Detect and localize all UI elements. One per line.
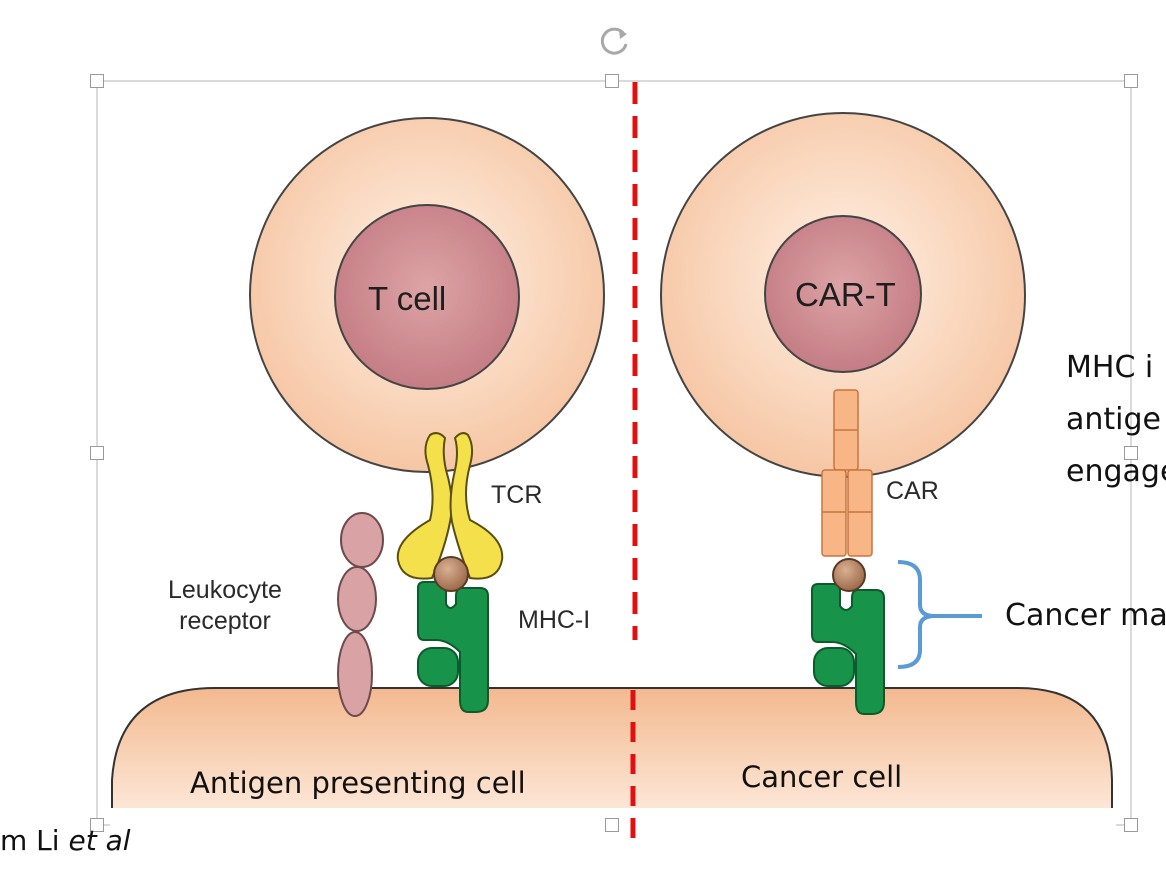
resize-handle-bottom-left[interactable] (90, 818, 104, 832)
car-t-cell-nucleus (764, 215, 922, 373)
cancer-cell-label: Cancer cell (741, 760, 903, 794)
resize-handle-top-right[interactable] (1124, 74, 1138, 88)
leukocyte-receptor-label: Leukocyte receptor (168, 576, 282, 636)
caption-italic: et al (68, 824, 131, 857)
source-caption: m Li et al (0, 824, 131, 857)
car-t-label: CAR-T (795, 276, 896, 313)
car-receptor (821, 389, 873, 557)
t-cell-label: T cell (368, 280, 447, 317)
side-text-line1: MHC i (1066, 350, 1154, 385)
t-cell-nucleus (334, 204, 520, 390)
apc-label: Antigen presenting cell (190, 766, 526, 800)
cancer-marker-label: Cancer ma (1005, 598, 1166, 633)
leukocyte-receptor (337, 512, 384, 717)
resize-handle-middle-left[interactable] (90, 446, 104, 460)
resize-handle-middle-right[interactable] (1124, 446, 1138, 460)
tcr-label: TCR (491, 481, 543, 509)
side-text-line3: engage (1066, 454, 1166, 489)
car-label: CAR (886, 477, 939, 505)
resize-handle-top-middle[interactable] (605, 74, 619, 88)
caption-prefix: m Li (0, 824, 69, 857)
side-text-line2: antige (1066, 402, 1161, 437)
cell-surface (111, 687, 1113, 811)
tcr-receptor (396, 432, 504, 580)
resize-handle-bottom-right[interactable] (1124, 818, 1138, 832)
rotate-handle-icon[interactable] (596, 22, 634, 60)
antigen-right (832, 558, 866, 592)
mhc-i-label: MHC-I (518, 606, 591, 634)
cancer-marker-bracket (897, 560, 982, 669)
antigen-left (433, 556, 469, 592)
resize-handle-top-left[interactable] (90, 74, 104, 88)
resize-handle-bottom-middle[interactable] (605, 818, 619, 832)
